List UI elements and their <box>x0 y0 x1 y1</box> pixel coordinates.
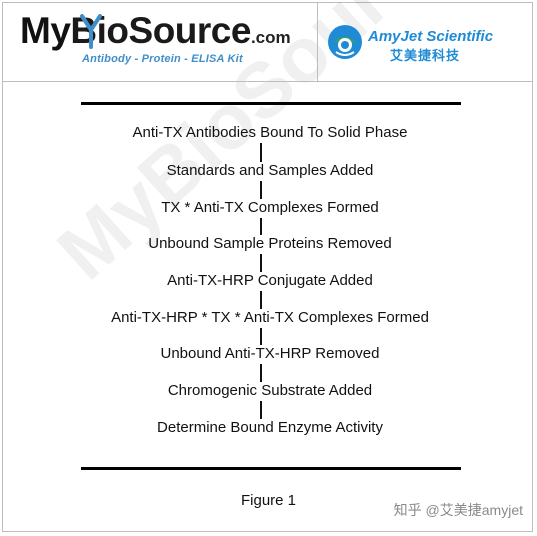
flow-step-1: Anti-TX Antibodies Bound To Solid Phase <box>132 124 408 141</box>
flow-connector <box>260 254 262 272</box>
logo-tagline: Antibody - Protein - ELISA Kit <box>82 53 243 65</box>
footer-credit: 知乎 @艾美捷amyjet <box>393 502 523 518</box>
top-rule <box>81 102 461 105</box>
logo-source-text: Source <box>128 10 252 51</box>
logo-com-text: .com <box>250 28 291 47</box>
page-frame <box>2 2 533 532</box>
flow-connector <box>260 143 262 162</box>
flow-step-4: Unbound Sample Proteins Removed <box>148 235 392 252</box>
flow-step-2: Standards and Samples Added <box>166 162 374 179</box>
flow-step-8: Chromogenic Substrate Added <box>167 382 373 399</box>
amyjet-logo-icon <box>328 25 362 59</box>
logo-my-text: My <box>20 10 71 51</box>
header-banner <box>3 3 532 82</box>
flow-connector <box>260 364 262 382</box>
figure-caption: Figure 1 <box>240 492 297 509</box>
antibody-y-icon <box>80 14 102 49</box>
amyjet-chinese-name: 艾美捷科技 <box>390 48 461 63</box>
flow-step-5: Anti-TX-HRP Conjugate Added <box>167 272 373 289</box>
flow-step-9: Determine Bound Enzyme Activity <box>157 419 383 436</box>
header-divider <box>317 3 318 81</box>
flow-connector <box>260 218 262 235</box>
bottom-rule <box>81 467 461 470</box>
flow-connector <box>260 181 262 199</box>
flow-connector <box>260 401 262 419</box>
flow-connector <box>260 328 262 345</box>
flow-step-3: TX * Anti-TX Complexes Formed <box>161 199 379 216</box>
flow-connector <box>260 291 262 309</box>
amyjet-name: AmyJet Scientific <box>368 28 494 45</box>
flow-step-7: Unbound Anti-TX-HRP Removed <box>160 345 380 362</box>
mybiosource-logo: MyBioSource.com <box>20 11 291 51</box>
flow-step-6: Anti-TX-HRP * TX * Anti-TX Complexes For… <box>111 309 429 326</box>
